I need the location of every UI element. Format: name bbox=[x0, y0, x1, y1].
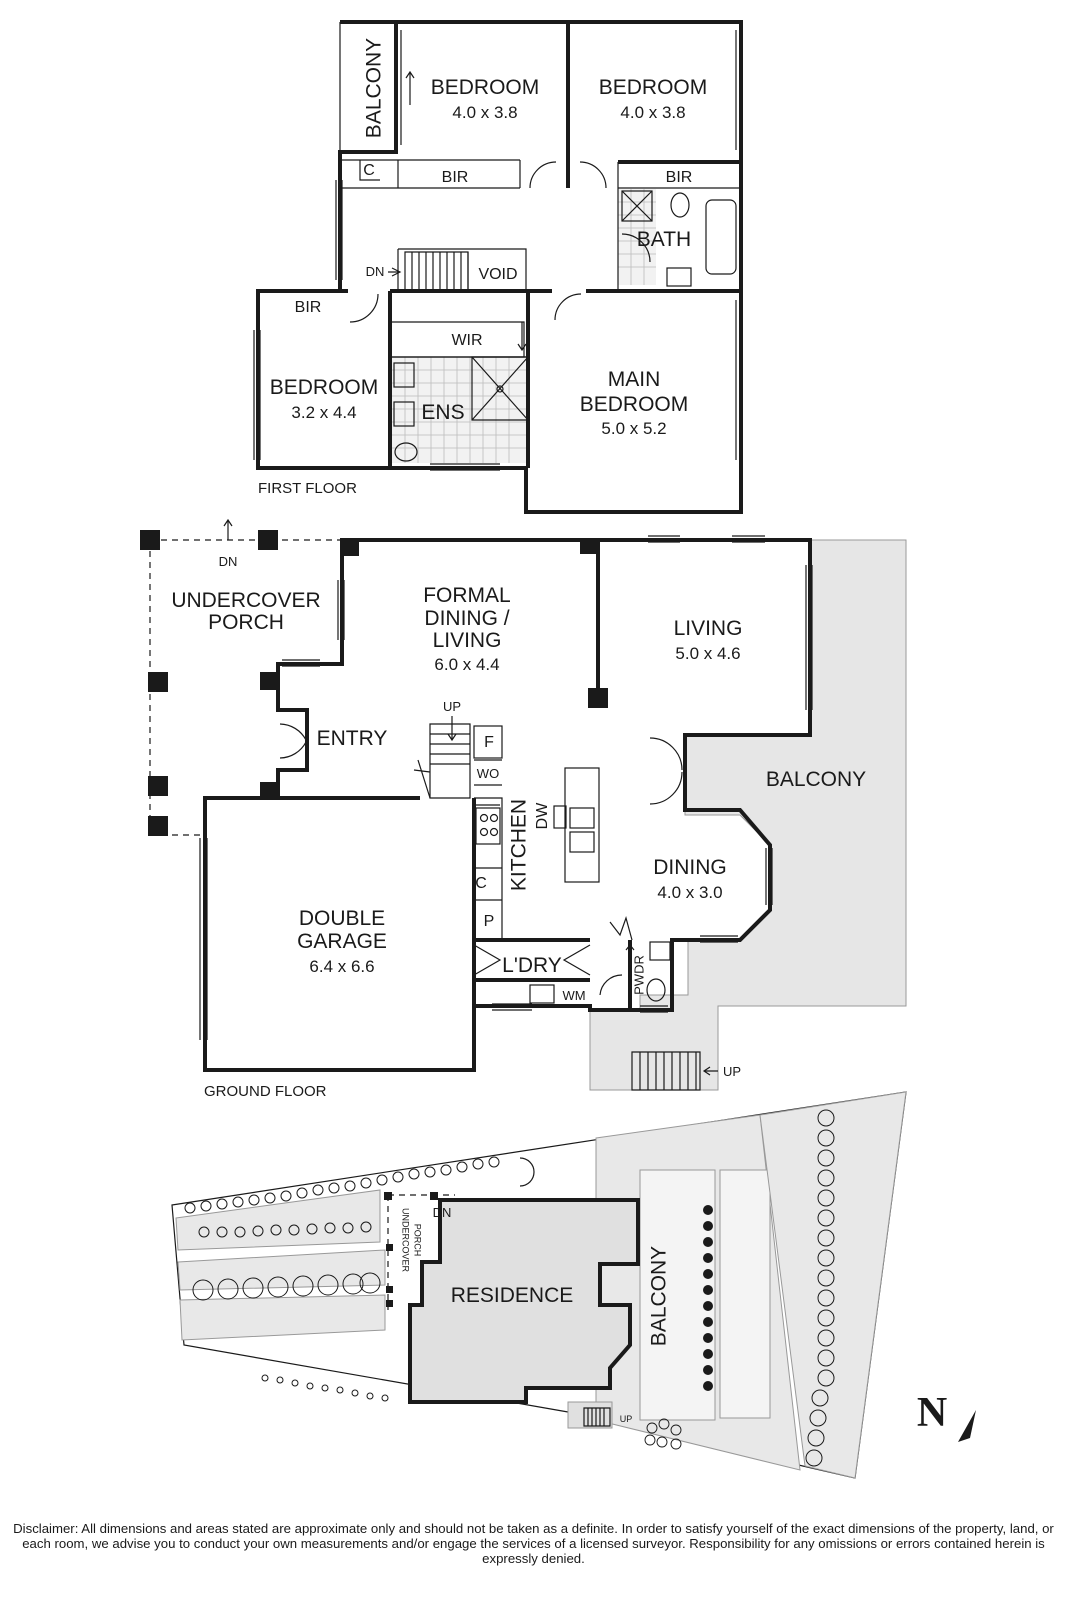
dining-name: DINING bbox=[653, 856, 727, 879]
pantry-label: P bbox=[484, 913, 495, 930]
dining-dims: 4.0 x 3.0 bbox=[657, 883, 722, 902]
bedroom-1-name: BEDROOM bbox=[431, 76, 540, 99]
first-floor-label: FIRST FLOOR bbox=[258, 480, 357, 497]
balcony-label-first: BALCONY bbox=[363, 38, 386, 138]
ground-floor-label: GROUND FLOOR bbox=[204, 1083, 327, 1100]
dishwasher-label: DW bbox=[534, 802, 551, 830]
void-label: VOID bbox=[478, 266, 517, 283]
entry-label: ENTRY bbox=[317, 727, 388, 750]
ensuite-tiles bbox=[392, 189, 656, 463]
site-porch-label-2: PORCH bbox=[413, 1224, 423, 1257]
porch-label-2: PORCH bbox=[208, 611, 284, 634]
site-plan: RESIDENCE BALCONY UNDERCOVER PORCH DN UP bbox=[171, 1091, 907, 1479]
bedroom-2-name: BEDROOM bbox=[599, 76, 708, 99]
bedroom-1-dims: 4.0 x 3.8 bbox=[452, 103, 517, 122]
stair-up-label: UP bbox=[443, 699, 461, 714]
main-bedroom-name-2: BEDROOM bbox=[580, 393, 689, 416]
main-bedroom-name-1: MAIN bbox=[608, 368, 661, 391]
wir-label: WIR bbox=[451, 332, 482, 349]
washing-machine-label: WM bbox=[562, 988, 585, 1003]
stair-dn-label: DN bbox=[366, 264, 385, 279]
ground-floor-outer-wall bbox=[203, 538, 812, 1072]
garage-label-2: GARAGE bbox=[297, 930, 387, 953]
site-dn-label: DN bbox=[433, 1205, 452, 1220]
site-balcony-label: BALCONY bbox=[648, 1246, 671, 1346]
garage-dims: 6.4 x 6.6 bbox=[309, 957, 374, 976]
formal-dims: 6.0 x 4.4 bbox=[434, 655, 499, 674]
wall-oven-label: WO bbox=[477, 766, 499, 781]
formal-label-1: FORMAL bbox=[423, 584, 511, 607]
ensuite-label: ENS bbox=[421, 401, 464, 424]
bath-label: BATH bbox=[637, 228, 691, 251]
living-dims: 5.0 x 4.6 bbox=[675, 644, 740, 663]
porch-label-1: UNDERCOVER bbox=[171, 589, 320, 612]
site-up-label: UP bbox=[620, 1414, 633, 1424]
living-name: LIVING bbox=[674, 617, 743, 640]
formal-label-2: DINING / bbox=[424, 607, 509, 630]
main-bedroom-dims: 5.0 x 5.2 bbox=[601, 419, 666, 438]
laundry-label: L'DRY bbox=[502, 954, 562, 977]
first-floor-outer-wall bbox=[256, 20, 743, 514]
bir-label-3: BIR bbox=[295, 299, 322, 316]
ground-floor-plan: DN UNDERCOVER PORCH FORMAL DINING / LIVI… bbox=[140, 518, 907, 1100]
garage-label-1: DOUBLE bbox=[299, 907, 385, 930]
bedroom-2-dims: 4.0 x 3.8 bbox=[620, 103, 685, 122]
linen-cupboard-label: C bbox=[363, 162, 375, 179]
kitchen-label: KITCHEN bbox=[508, 799, 531, 891]
first-floor-balcony-wall bbox=[340, 20, 398, 152]
bedroom-3-dims: 3.2 x 4.4 bbox=[291, 403, 356, 422]
fridge-label: F bbox=[484, 734, 494, 751]
north-letter: N bbox=[917, 1390, 947, 1436]
balcony-stair-up-label: UP bbox=[723, 1064, 741, 1079]
ground-balcony-deck bbox=[589, 539, 907, 1091]
bir-label-2: BIR bbox=[666, 169, 693, 186]
site-residence-outline bbox=[408, 1198, 640, 1404]
north-arrow-icon: N bbox=[917, 1390, 976, 1442]
site-porch-label-1: UNDERCOVER bbox=[401, 1208, 411, 1273]
porch-dn-label: DN bbox=[219, 554, 238, 569]
first-floor-plan: BALCONY BEDROOM 4.0 x 3.8 BEDROOM 4.0 x … bbox=[253, 20, 743, 514]
bir-label-1: BIR bbox=[442, 169, 469, 186]
powder-label: PWDR bbox=[631, 955, 646, 995]
bedroom-3-name: BEDROOM bbox=[270, 376, 379, 399]
formal-label-3: LIVING bbox=[433, 629, 502, 652]
disclaimer-text: Disclaimer: All dimensions and areas sta… bbox=[13, 1521, 1054, 1566]
cupboard-label: C bbox=[475, 875, 487, 892]
porch-dashed-outline bbox=[149, 539, 340, 836]
balcony-label-ground: BALCONY bbox=[766, 768, 866, 791]
site-residence-label: RESIDENCE bbox=[451, 1284, 574, 1307]
